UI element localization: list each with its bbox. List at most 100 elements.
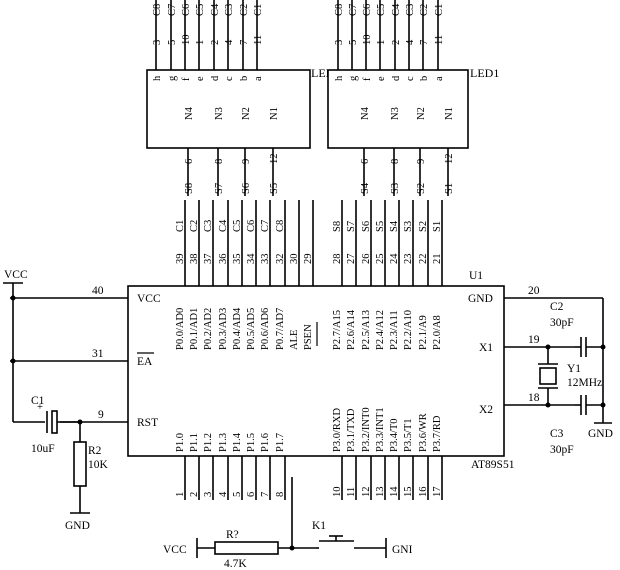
junction-vcc-31	[10, 358, 16, 364]
k1-ref: K1	[312, 520, 326, 532]
mcu-top-pin-num: 34	[246, 253, 257, 264]
led-digit-pin-num: 8	[390, 159, 401, 164]
pin-18-label: X2	[479, 404, 493, 416]
led-seg-net: C7	[167, 4, 178, 16]
mcu-bottom-pin-label: P3.4/T0	[389, 418, 400, 452]
mcu-bottom-pin-label: P3.2/INT0	[361, 407, 372, 452]
led-digit-name: N1	[444, 107, 455, 120]
mcu-top-pin-net: C1	[175, 220, 186, 232]
led-digit-name: N4	[184, 106, 195, 120]
led-seg-net: C2	[419, 4, 430, 16]
led-seg-net: C8	[334, 4, 345, 16]
led-digit-net: S2	[416, 183, 427, 194]
mcu-bottom-pin-label: P1.2	[203, 433, 214, 452]
mcu-top-pin-num: 21	[432, 254, 443, 265]
led-seg-pin-num: 2	[391, 40, 402, 45]
mcu-bottom-pin-num: 15	[403, 487, 414, 498]
led-seg-pin-num: 11	[434, 35, 445, 45]
led-seg-pin-num: 4	[224, 39, 235, 45]
led-digit-pin-num: 12	[444, 154, 455, 165]
mcu-bottom-pin-num: 10	[332, 487, 343, 498]
mcu-top-pin-label: P2.7/A15	[332, 310, 343, 350]
y1-value: 12MHz	[567, 377, 602, 389]
mcu-top-pins: 39P0.0/AD0C138P0.1/AD1C237P0.2/AD2C336P0…	[175, 200, 443, 350]
led-seg-net: C6	[362, 4, 373, 16]
junction-c3-gnd	[600, 402, 606, 408]
led2-pins: C83hC75gC610fC51eC42dC34cC27bC111aN46S8N…	[152, 0, 280, 196]
mcu-top-pin-label: P2.1/A9	[418, 315, 429, 350]
mcu-top-pin-net: C4	[218, 219, 229, 232]
mcu-bottom-pin-label: P3.0/RXD	[332, 408, 343, 452]
led-segment-letter: a	[434, 76, 445, 81]
mcu-top-pin-label: ALE	[289, 330, 300, 350]
mcu-part-name: AT89S51	[471, 459, 515, 471]
mcu-top-pin-label: P0.2/AD2	[203, 308, 214, 350]
led-digit-pin-num: 8	[214, 159, 225, 164]
led-segment-letter: f	[362, 77, 373, 81]
led-seg-pin-num: 11	[253, 35, 264, 45]
mcu-bottom-pin-label: P3.6/WR	[418, 413, 429, 452]
led-seg-net: C1	[253, 4, 264, 16]
led-segment-letter: c	[405, 76, 416, 81]
led1-body	[327, 69, 469, 149]
led1-pins: C83hC75gC610fC51eC42dC34cC27bC111aN46S4N…	[334, 0, 455, 196]
c2-value: 30pF	[550, 317, 574, 329]
led-segment-letter: f	[181, 77, 192, 81]
mcu-body	[127, 285, 505, 457]
mcu-bottom-pin-num: 7	[260, 492, 271, 497]
c3-value: 30pF	[550, 444, 574, 456]
led-segment-letter: d	[210, 75, 221, 81]
mcu-bottom-pin-label: P3.7/RD	[432, 415, 443, 452]
vcc-bottom-label: VCC	[163, 544, 187, 556]
mcu-bottom-pin-label: P1.6	[260, 433, 271, 452]
mcu-bottom-pin-label: P1.1	[189, 433, 200, 452]
led-digit-net: S7	[214, 183, 225, 194]
led-seg-net: C3	[224, 4, 235, 16]
led-segment-letter: h	[152, 75, 163, 81]
mcu-top-pin-num: 24	[389, 253, 400, 264]
c1-plus-sign: +	[37, 402, 43, 413]
mcu-top-pin-net: C6	[246, 220, 257, 232]
led1-display: LED1 C83hC75gC610fC51eC42dC34cC27bC111aN…	[327, 0, 499, 196]
led-seg-pin-num: 10	[181, 35, 192, 46]
mcu-top-pin-net: S7	[346, 221, 357, 232]
mcu-top-pin-net: S8	[332, 221, 343, 232]
mcu-top-pin-label: P0.7/AD7	[275, 308, 286, 350]
led-digit-name: N3	[390, 107, 401, 120]
led-digit-pin-num: 9	[416, 159, 427, 164]
mcu-top-pin-net: S5	[375, 221, 386, 232]
mcu-top-pin-num: 32	[275, 254, 286, 265]
mcu-bottom-pin-num: 4	[218, 491, 229, 497]
mcu-top-pin-label: P0.3/AD3	[218, 308, 229, 350]
pin-31-label: EA	[137, 356, 153, 368]
led1-label: LED1	[470, 66, 499, 80]
led-digit-net: S1	[444, 183, 455, 194]
mcu-bottom-pin-label: P3.1/TXD	[346, 408, 357, 452]
mcu-top-pin-num: 26	[361, 254, 372, 265]
mcu-at89s51: U1 AT89S51 40 VCC 31 EA 9 RST 20 GND 19 …	[10, 200, 603, 500]
led-digit-net: S4	[360, 182, 371, 194]
led-seg-net: C5	[195, 4, 206, 16]
mcu-top-pin-num: 27	[346, 254, 357, 265]
vcc-left-label: VCC	[4, 269, 28, 281]
mcu-bottom-pin-label: P1.7	[275, 433, 286, 452]
crystal-circuit: GND C2 30pF C3 30pF Y1 12MHz	[538, 298, 613, 456]
led-segment-letter: c	[224, 76, 235, 81]
led2-body	[146, 69, 311, 149]
mcu-bottom-pin-label: P1.0	[175, 433, 186, 452]
junction-c2-gnd	[600, 344, 606, 350]
mcu-top-pin-num: 23	[403, 254, 414, 265]
mcu-top-pin-num: 28	[332, 254, 343, 265]
mcu-top-pin-num: 36	[218, 254, 229, 265]
led-digit-name: N1	[269, 107, 280, 120]
mcu-bottom-pin-num: 11	[346, 487, 357, 497]
led-segment-letter: b	[419, 76, 430, 81]
led-seg-pin-num: 5	[167, 40, 178, 45]
led2-display: LED2 C83hC75gC610fC51eC42dC34cC27bC111aN…	[146, 0, 340, 196]
mcu-top-pin-net: S3	[403, 221, 414, 232]
mcu-bottom-pin-num: 13	[375, 487, 386, 498]
gnd-right-label: GND	[588, 428, 613, 440]
pin-9-num: 9	[98, 409, 104, 421]
mcu-top-pin-label: P2.0/A8	[432, 315, 443, 350]
gnd-k1-label: GNI	[392, 544, 413, 556]
